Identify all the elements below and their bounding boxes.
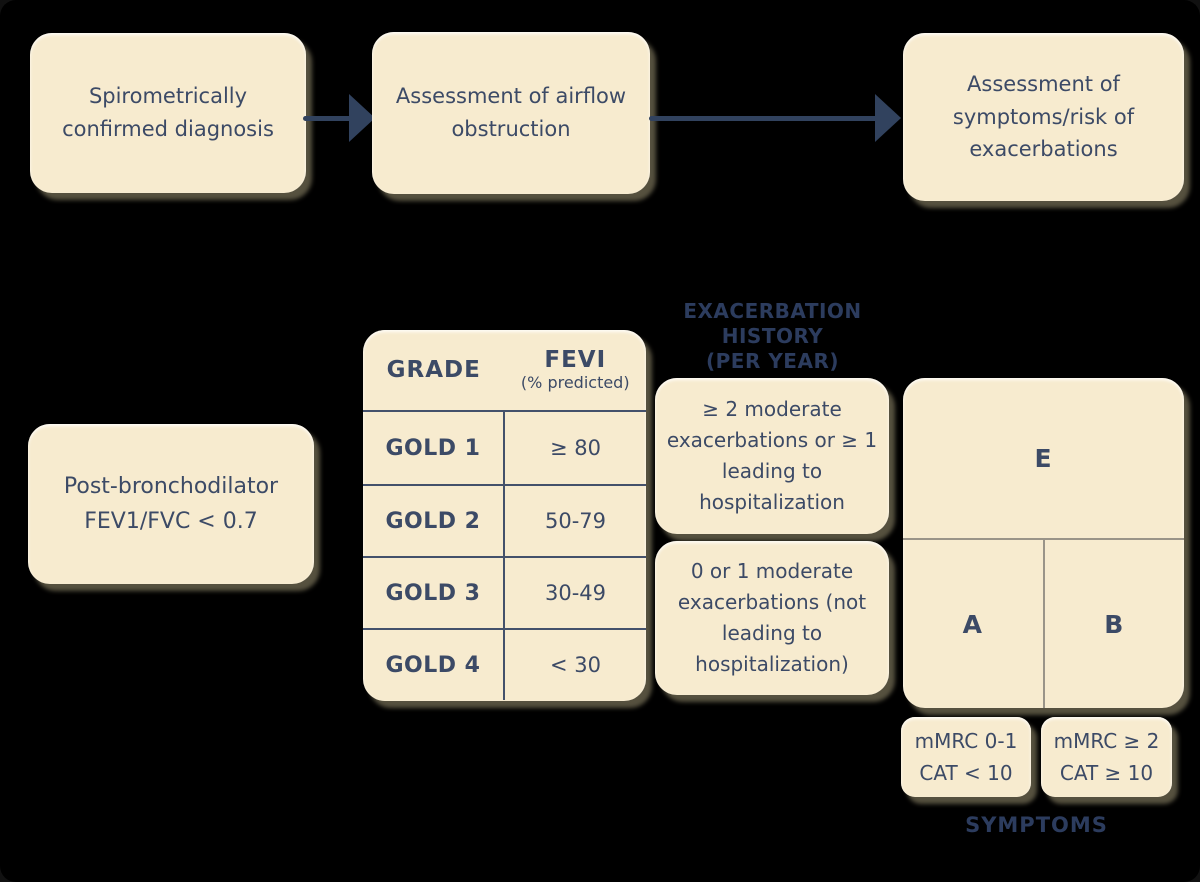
abe-grid-bottom-row: A B: [903, 538, 1184, 708]
abe-group-a-label: A: [962, 609, 983, 639]
high-exacerbation-risk-text: ≥ 2 moderate exacerbations or ≥ 1 leadin…: [666, 397, 878, 514]
flow-step-symptoms-risk: Assessment of symptoms/risk of exacerbat…: [903, 33, 1184, 201]
exacerbation-history-heading: EXACERBATION HISTORY (PER YEAR): [655, 299, 890, 374]
arrow-line-step2-step3: [649, 116, 879, 121]
symptom-score-high-line1: mMRC ≥ 2: [1053, 729, 1160, 753]
grade-cell: GOLD 2: [363, 486, 505, 556]
abe-group-b-label: B: [1104, 609, 1125, 639]
symptom-score-high-line2: CAT ≥ 10: [1059, 761, 1154, 785]
criteria-line1: Post-bronchodilator: [63, 473, 279, 499]
arrow-head-step2-step3: [875, 94, 901, 142]
grade-table-header-fev-sub: (% predicted): [520, 373, 630, 393]
symptom-score-low-line2: CAT < 10: [919, 761, 1013, 785]
fev-cell: < 30: [550, 653, 601, 677]
abe-group-a-cell: A: [903, 540, 1043, 708]
symptoms-heading: SYMPTOMS: [965, 813, 1108, 837]
grade-table-header-grade: GRADE: [386, 357, 481, 383]
grade-table-header-fev-label: FEVI: [544, 346, 607, 373]
abe-assessment-grid: E A B: [903, 378, 1184, 708]
symptom-score-low-box: mMRC 0-1 CAT < 10: [901, 717, 1031, 797]
flow-step-airflow-label: Assessment of airflow obstruction: [395, 84, 627, 141]
abe-group-b-cell: B: [1042, 540, 1185, 708]
abe-group-e-cell: E: [903, 378, 1184, 538]
grade-table-header-fev: FEVI (% predicted): [505, 330, 647, 410]
criteria-line2: FEV1/FVC < 0.7: [84, 509, 258, 534]
table-row: GOLD 3 30-49: [363, 556, 646, 628]
flow-step-diagnosis: Spirometrically confirmed diagnosis: [30, 33, 306, 193]
grade-table-header-row: GRADE FEVI (% predicted): [363, 330, 646, 412]
arrow-line-step1-step2: [303, 116, 353, 121]
symptom-score-high-box: mMRC ≥ 2 CAT ≥ 10: [1041, 717, 1172, 797]
low-exacerbation-risk-box: 0 or 1 moderate exacerbations (not leadi…: [655, 541, 889, 695]
table-row: GOLD 1 ≥ 80: [363, 412, 646, 484]
exacerbation-heading-line1: EXACERBATION: [683, 299, 862, 323]
fev-cell: 50-79: [544, 509, 607, 533]
fev-cell: ≥ 80: [550, 436, 601, 460]
post-bronchodilator-criteria-box: Post-bronchodilator FEV1/FVC < 0.7: [28, 424, 314, 584]
fev-cell: 30-49: [544, 581, 607, 605]
flow-step-symptoms-risk-label: Assessment of symptoms/risk of exacerbat…: [952, 72, 1135, 162]
arrow-head-step1-step2: [349, 94, 375, 142]
gold-grade-table: GRADE FEVI (% predicted) GOLD 1 ≥ 80 GOL…: [363, 330, 646, 701]
grade-cell: GOLD 4: [363, 630, 505, 700]
table-row: GOLD 2 50-79: [363, 484, 646, 556]
table-row: GOLD 4 < 30: [363, 628, 646, 700]
high-exacerbation-risk-box: ≥ 2 moderate exacerbations or ≥ 1 leadin…: [655, 378, 889, 534]
symptom-score-low-line1: mMRC 0-1: [914, 729, 1018, 753]
exacerbation-heading-line2: HISTORY: [721, 324, 824, 348]
abe-group-e-label: E: [1034, 443, 1053, 473]
low-exacerbation-risk-text: 0 or 1 moderate exacerbations (not leadi…: [677, 559, 867, 676]
grade-cell: GOLD 3: [363, 558, 505, 628]
criteria-text: Post-bronchodilator FEV1/FVC < 0.7: [64, 469, 278, 539]
flow-step-airflow: Assessment of airflow obstruction: [372, 32, 650, 194]
grade-cell: GOLD 1: [363, 412, 505, 484]
exacerbation-heading-line3: (PER YEAR): [706, 349, 839, 373]
flow-step-diagnosis-label: Spirometrically confirmed diagnosis: [62, 84, 274, 141]
